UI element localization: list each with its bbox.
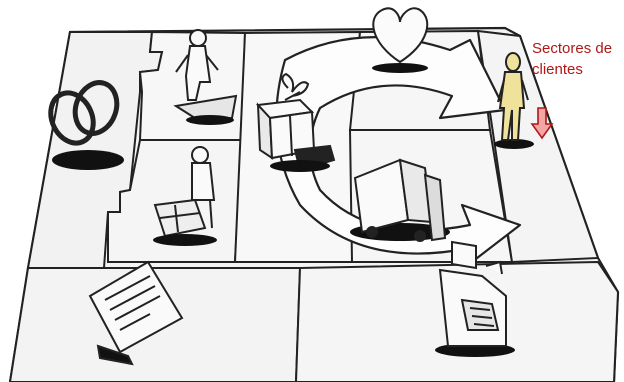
customer-segments-label-line2: clientes — [532, 59, 624, 80]
customer-segments-label-line1: Sectores de — [532, 38, 624, 59]
customer-segments-label: Sectores de clientes — [532, 38, 624, 80]
